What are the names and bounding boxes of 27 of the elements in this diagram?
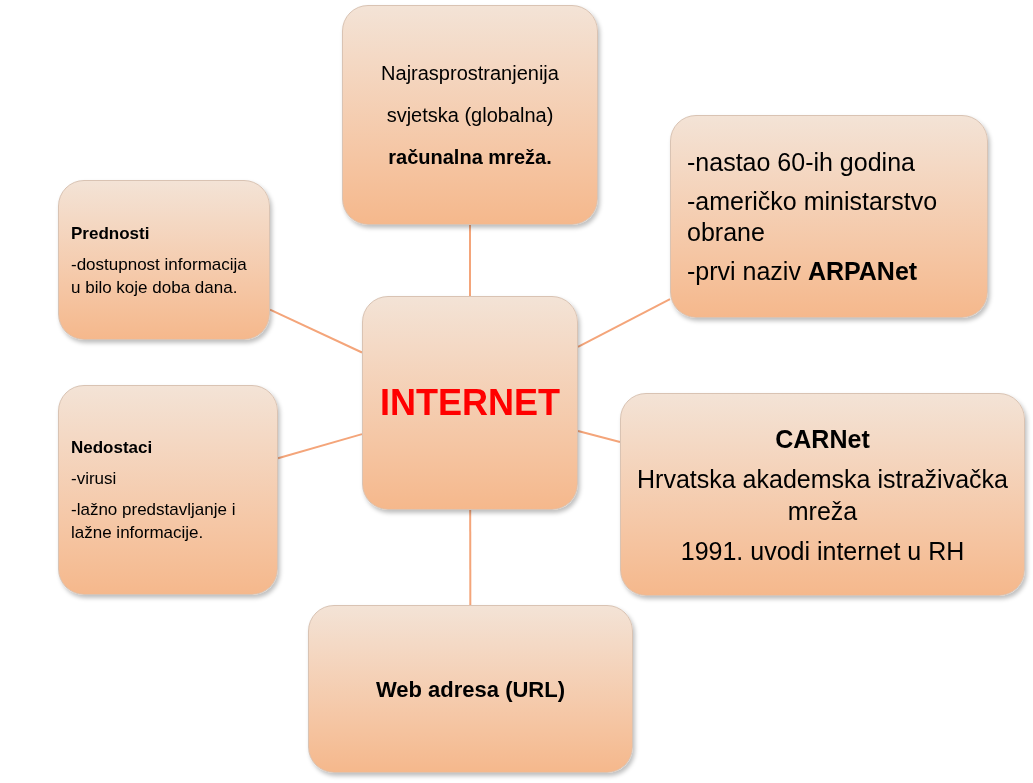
topic-box [58, 180, 270, 340]
box-text: -nastao 60-ih godina [687, 146, 915, 178]
box-text: INTERNET [380, 381, 560, 425]
box-text: -dostupnost informacija u bilo koje doba dana. [71, 253, 248, 299]
topic-box [620, 393, 1025, 596]
box-heading: Nedostaci [71, 437, 153, 459]
box-text: -američko ministarstvo obrane [687, 185, 939, 248]
box-text: Najrasprostranjenija svjetska (globalna) računalna mreža. [380, 61, 560, 170]
topic-box [342, 5, 598, 225]
topic-box [308, 605, 633, 773]
box-text: -prvi naziv ARPANet [687, 255, 918, 287]
box-text: Hrvatska akademska istraživačka mreža [636, 463, 1009, 527]
box-heading: CARNet [775, 423, 870, 455]
connector-line [269, 308, 363, 354]
connector-line [277, 433, 363, 460]
box-heading: Prednosti [71, 222, 150, 245]
topic-box [362, 296, 578, 510]
box-text: 1991. uvodi internet u RH [680, 535, 965, 567]
connector-line [577, 430, 621, 443]
box-text: -virusi [71, 468, 117, 490]
topic-box [58, 385, 278, 595]
connector-line [469, 224, 471, 297]
box-text: -lažno predstavljanje i lažne informacije. [71, 499, 237, 544]
topic-box [670, 115, 988, 318]
connector-line [469, 509, 472, 606]
box-heading: Web adresa (URL) [375, 675, 566, 704]
connector-line [577, 298, 671, 348]
